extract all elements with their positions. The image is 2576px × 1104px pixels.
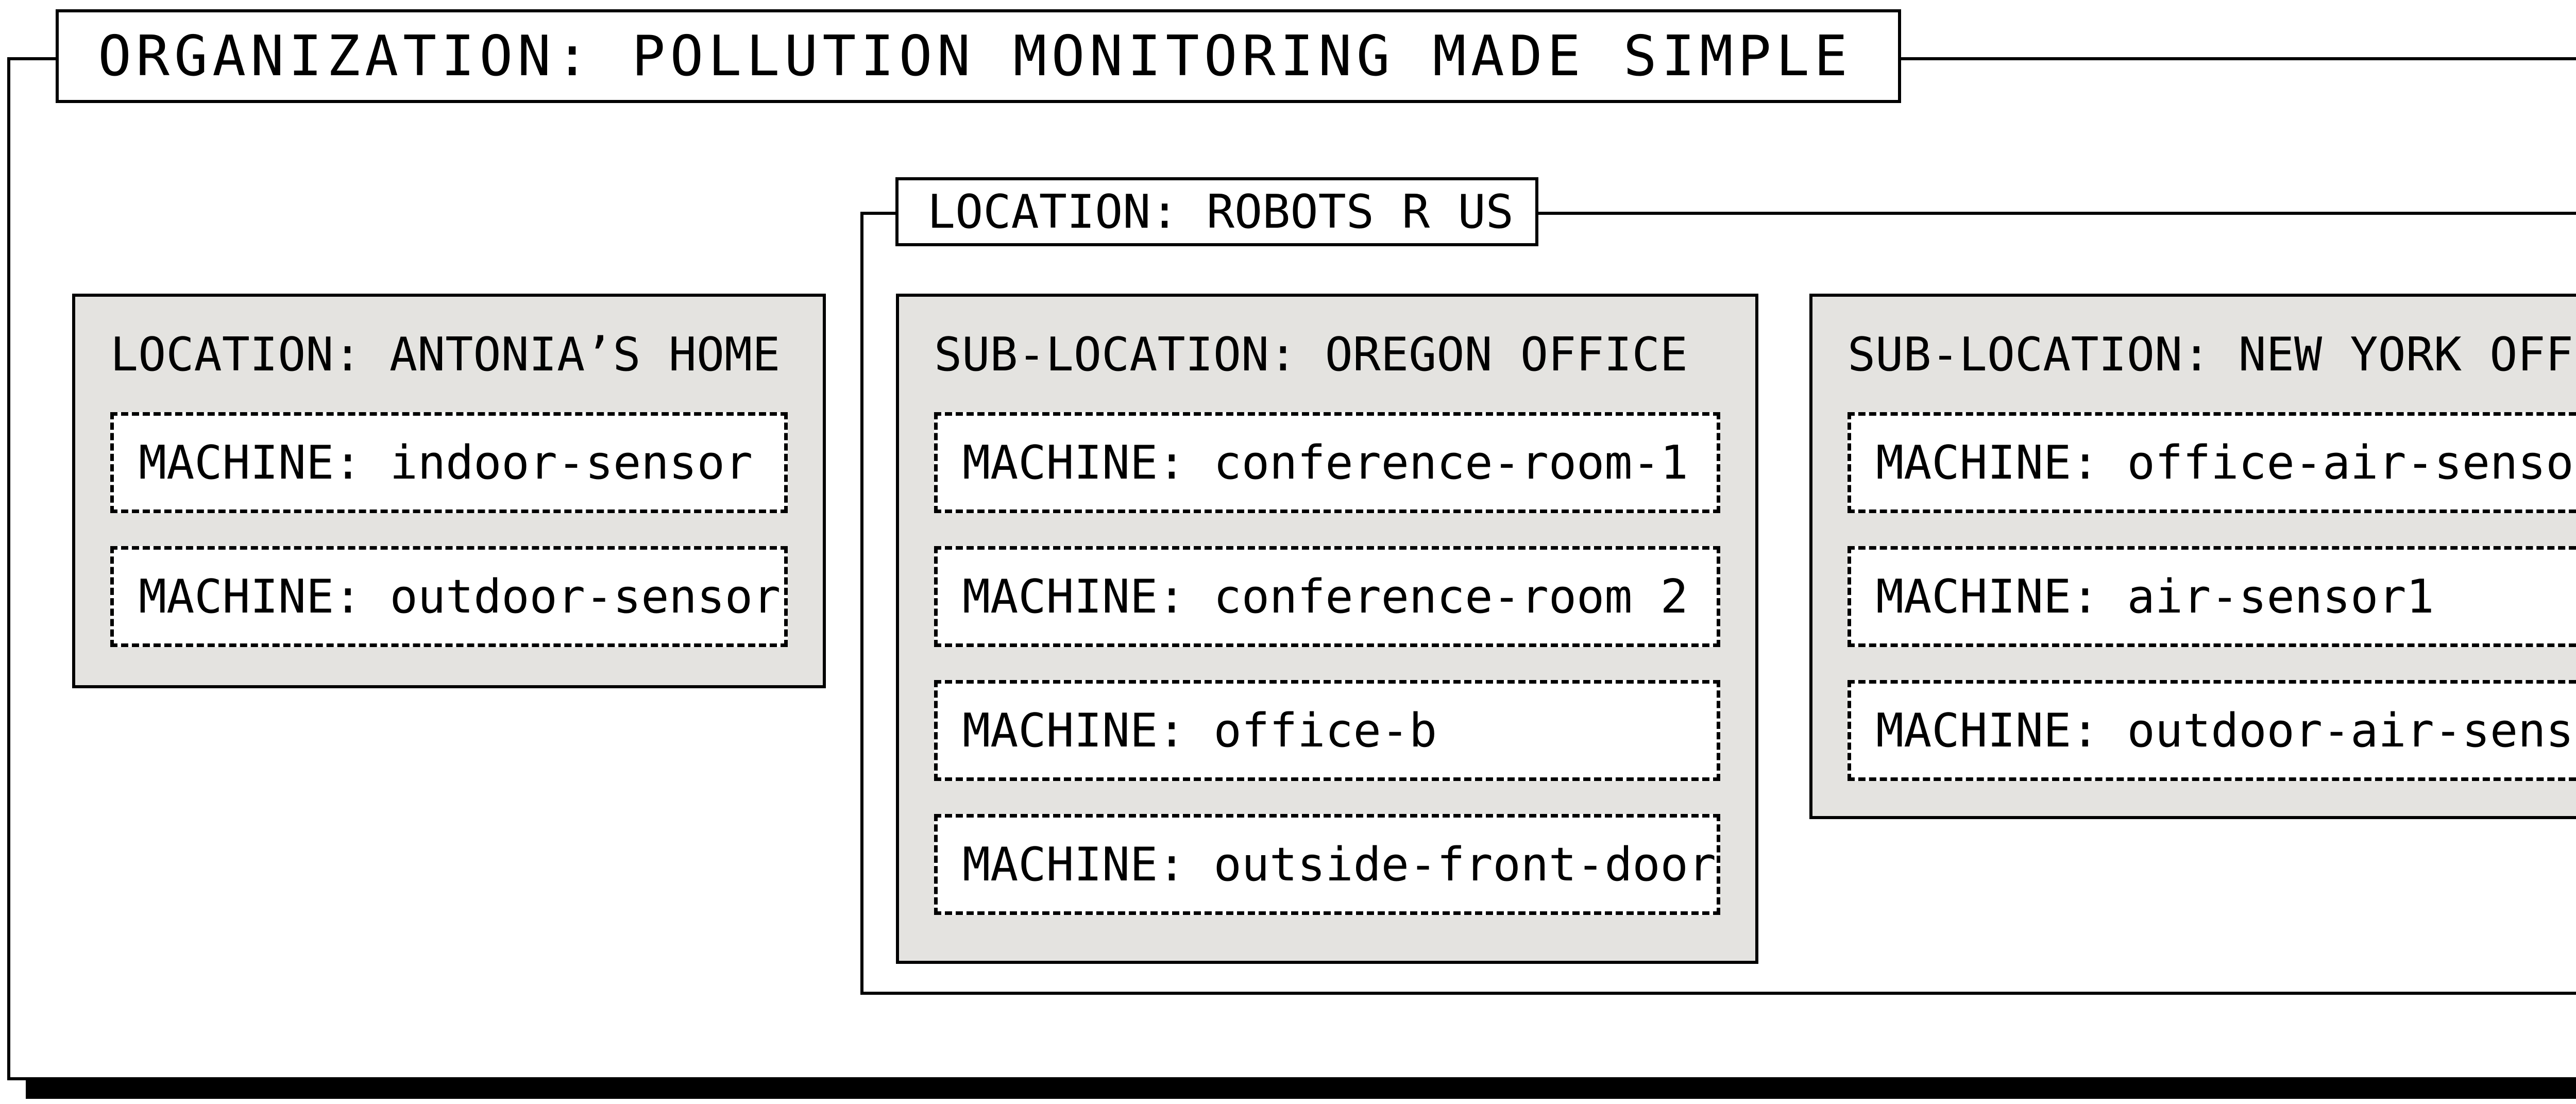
machine-label: MACHINE: office-b: [962, 703, 1437, 758]
location-label: LOCATION: ANTONIA’S HOME: [110, 327, 781, 382]
location-box-antonias-home: LOCATION: ANTONIA’S HOME MACHINE: indoor…: [72, 294, 826, 688]
sublocation-header: SUB-LOCATION: OREGON OFFICE: [899, 297, 1755, 412]
machine-box: MACHINE: air-sensor1: [1848, 546, 2576, 647]
machine-box: MACHINE: outdoor-air-sensor: [1848, 680, 2576, 781]
machine-box: MACHINE: conference-room-1: [934, 412, 1720, 513]
machine-label: MACHINE: air-sensor1: [1876, 569, 2434, 624]
location-label-box: LOCATION: ROBOTS R US: [895, 177, 1538, 246]
machine-label: MACHINE: outdoor-air-sensor: [1876, 703, 2576, 758]
machine-box: MACHINE: outdoor-sensor: [110, 546, 788, 647]
machine-box: MACHINE: outside-front-door: [934, 814, 1720, 915]
machine-label: MACHINE: conference-room-1: [962, 435, 1688, 490]
machine-label: MACHINE: conference-room 2: [962, 569, 1688, 624]
organization-title: ORGANIZATION: POLLUTION MONITORING MADE …: [98, 24, 1852, 89]
machine-list: MACHINE: conference-room-1 MACHINE: conf…: [899, 412, 1755, 915]
sublocation-box-new-york-office: SUB-LOCATION: NEW YORK OFFICE MACHINE: o…: [1809, 294, 2576, 819]
machine-box: MACHINE: office-air-sensor: [1848, 412, 2576, 513]
sublocation-label: SUB-LOCATION: NEW YORK OFFICE: [1848, 327, 2576, 382]
location-box-robots-r-us: LOCATION: ROBOTS R US SUB-LOCATION: OREG…: [860, 177, 2576, 995]
organization-title-box: ORGANIZATION: POLLUTION MONITORING MADE …: [56, 9, 1901, 103]
machine-box: MACHINE: conference-room 2: [934, 546, 1720, 647]
machine-label: MACHINE: outside-front-door: [962, 837, 1716, 892]
machine-label: MACHINE: office-air-sensor: [1876, 435, 2576, 490]
sublocation-box-oregon-office: SUB-LOCATION: OREGON OFFICE MACHINE: con…: [896, 294, 1758, 964]
machine-list: MACHINE: office-air-sensor MACHINE: air-…: [1812, 412, 2576, 781]
machine-label: MACHINE: indoor-sensor: [139, 435, 753, 490]
machine-label: MACHINE: outdoor-sensor: [139, 569, 781, 624]
sublocation-header: SUB-LOCATION: NEW YORK OFFICE: [1812, 297, 2576, 412]
location-label: LOCATION: ROBOTS R US: [927, 184, 1514, 239]
organization-box: ORGANIZATION: POLLUTION MONITORING MADE …: [7, 9, 2576, 1080]
machine-box: MACHINE: office-b: [934, 680, 1720, 781]
machine-list: MACHINE: indoor-sensor MACHINE: outdoor-…: [75, 412, 823, 647]
machine-box: MACHINE: indoor-sensor: [110, 412, 788, 513]
location-header: LOCATION: ANTONIA’S HOME: [75, 297, 823, 412]
sublocation-label: SUB-LOCATION: OREGON OFFICE: [934, 327, 1688, 382]
